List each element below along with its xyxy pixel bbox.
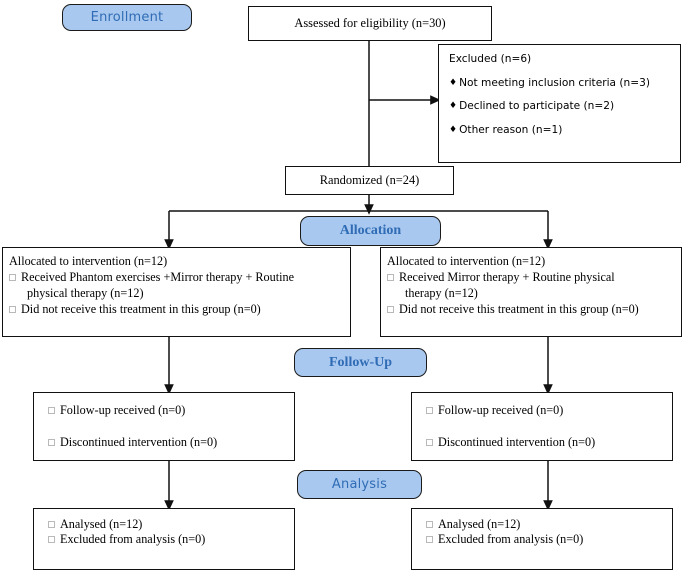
box-allocation-right: Allocated to intervention (n=12) Receive…: [380, 247, 682, 337]
allocation-left-item-2-text: Did not receive this treatment in this g…: [21, 302, 261, 317]
checkbox-icon: [48, 439, 55, 447]
stage-badge-analysis: Analysis: [297, 470, 422, 499]
allocation-left-item-1-cont: physical therapy (n=12): [27, 286, 144, 301]
box-analysis-right: Analysed (n=12) Excluded from analysis (…: [411, 508, 673, 570]
followup-left-item-1: Follow-up received (n=0): [48, 404, 280, 416]
box-analysis-left: Analysed (n=12) Excluded from analysis (…: [33, 508, 295, 570]
stage-label-allocation: Allocation: [339, 223, 402, 238]
followup-right-item-2-text: Discontinued intervention (n=0): [438, 435, 596, 450]
allocation-right-item-2: Did not receive this treatment in this g…: [387, 302, 675, 316]
allocation-right-item-1-cont: therapy (n=12): [405, 286, 478, 301]
diamond-bullet-icon: ♦: [449, 77, 458, 88]
checkbox-icon: [48, 407, 55, 414]
checkbox-icon: [48, 536, 55, 544]
excluded-reason-1-text: Not meeting inclusion criteria (n=3): [459, 76, 650, 89]
box-allocation-left: Allocated to intervention (n=12) Receive…: [2, 247, 351, 337]
followup-left-item-2-text: Discontinued intervention (n=0): [60, 435, 218, 450]
checkbox-icon: [426, 407, 433, 414]
excluded-reason-3-text: Other reason (n=1): [459, 123, 563, 136]
analysis-left-item-1: Analysed (n=12): [48, 518, 280, 530]
diamond-bullet-icon: ♦: [449, 124, 458, 135]
checkbox-icon: [426, 536, 433, 544]
allocation-right-item-2-text: Did not receive this treatment in this g…: [399, 302, 639, 317]
checkbox-icon: [426, 521, 433, 528]
excluded-heading: Excluded (n=6): [449, 53, 532, 65]
box-assessed-for-eligibility: Assessed for eligibility (n=30): [248, 6, 492, 41]
excluded-reason-2: ♦Declined to participate (n=2): [449, 101, 670, 112]
stage-label-analysis: Analysis: [331, 477, 388, 492]
checkbox-icon: [387, 306, 394, 314]
analysis-left-item-1-text: Analysed (n=12): [60, 517, 143, 531]
allocation-left-heading: Allocated to intervention (n=12): [9, 254, 168, 268]
box-randomized: Randomized (n=24): [285, 166, 454, 195]
stage-badge-enrollment: Enrollment: [62, 4, 192, 31]
checkbox-icon: [387, 274, 394, 282]
allocation-right-heading: Allocated to intervention (n=12): [387, 254, 546, 268]
analysis-right-item-2: Excluded from analysis (n=0): [426, 533, 658, 545]
box-excluded: Excluded (n=6) ♦Not meeting inclusion cr…: [438, 44, 681, 163]
followup-left-item-1-text: Follow-up received (n=0): [60, 403, 186, 417]
checkbox-icon: [48, 521, 55, 528]
excluded-reason-1: ♦Not meeting inclusion criteria (n=3): [449, 76, 670, 89]
checkbox-icon: [426, 439, 433, 447]
stage-badge-allocation: Allocation: [300, 216, 441, 246]
box-followup-left: Follow-up received (n=0) Discontinued in…: [33, 392, 295, 461]
analysis-right-item-1: Analysed (n=12): [426, 518, 658, 530]
analysis-right-item-1-text: Analysed (n=12): [438, 517, 521, 531]
allocation-right-item-1-text: Received Mirror therapy + Routine physic…: [399, 270, 615, 285]
assessed-text: Assessed for eligibility (n=30): [294, 16, 446, 31]
followup-right-item-2: Discontinued intervention (n=0): [426, 436, 658, 448]
stage-label-enrollment: Enrollment: [90, 10, 164, 25]
randomized-text: Randomized (n=24): [319, 173, 420, 188]
analysis-left-item-2-text: Excluded from analysis (n=0): [60, 532, 206, 547]
allocation-left-item-2: Did not receive this treatment in this g…: [9, 302, 344, 316]
stage-badge-followup: Follow-Up: [294, 348, 427, 377]
followup-right-item-1: Follow-up received (n=0): [426, 404, 658, 416]
analysis-left-item-2: Excluded from analysis (n=0): [48, 533, 280, 545]
allocation-right-item-1: Received Mirror therapy + Routine physic…: [387, 270, 675, 284]
allocation-left-item-1: Received Phantom exercises +Mirror thera…: [9, 270, 344, 284]
excluded-reason-3: ♦Other reason (n=1): [449, 123, 670, 136]
stage-label-followup: Follow-Up: [329, 354, 392, 370]
followup-left-item-2: Discontinued intervention (n=0): [48, 436, 280, 448]
diamond-bullet-icon: ♦: [449, 101, 458, 112]
checkbox-icon: [9, 274, 16, 282]
excluded-reason-2-text: Declined to participate (n=2): [459, 100, 615, 113]
box-followup-right: Follow-up received (n=0) Discontinued in…: [411, 392, 673, 461]
followup-right-item-1-text: Follow-up received (n=0): [438, 403, 564, 417]
allocation-left-item-1-text: Received Phantom exercises +Mirror thera…: [21, 270, 294, 285]
checkbox-icon: [9, 306, 16, 314]
analysis-right-item-2-text: Excluded from analysis (n=0): [438, 532, 584, 547]
